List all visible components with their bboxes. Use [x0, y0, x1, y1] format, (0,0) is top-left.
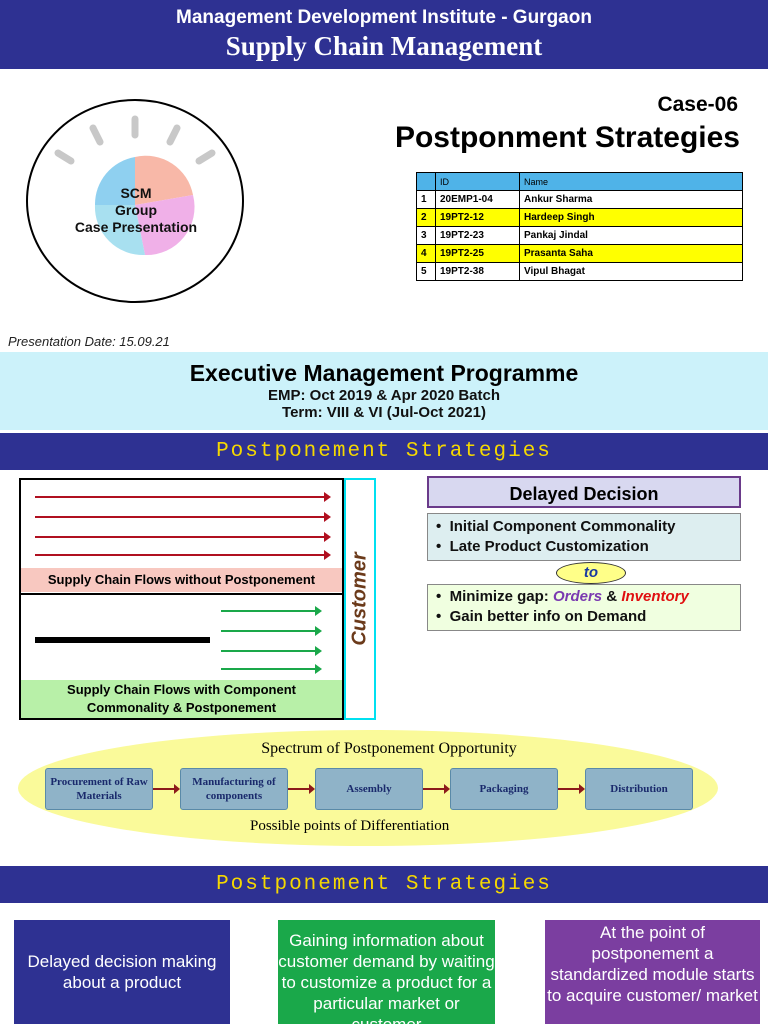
- section-title-banner: Postponement Strategies: [0, 866, 768, 903]
- table-header-cell: [416, 172, 436, 191]
- presentation-date: Presentation Date: 15.09.21: [8, 334, 170, 349]
- delayed-decision-bullets: • Initial Component Commonality • Late P…: [427, 513, 741, 561]
- logo-line-1: SCM: [120, 185, 152, 201]
- member-name: Vipul Bhagat: [519, 262, 743, 281]
- programme-block: Executive Management Programme EMP: Oct …: [0, 352, 768, 430]
- bullet-item: • Late Product Customization: [436, 538, 649, 555]
- common-flow-bar: [35, 637, 210, 643]
- bullet-item: • Initial Component Commonality: [436, 518, 676, 535]
- stage-arrow: [153, 784, 180, 794]
- programme-term: Term: VIII & VI (Jul-Oct 2021): [282, 404, 486, 421]
- member-id: 19PT2-25: [435, 244, 520, 263]
- course-title: Supply Chain Management: [225, 31, 543, 61]
- row-number: 3: [416, 226, 436, 245]
- table-row: 4 19PT2-25 Prasanta Saha: [416, 244, 743, 263]
- goal-bullets: • Minimize gap: Orders & Inventory • Gai…: [427, 584, 741, 631]
- section-title: Postponement Strategies: [216, 440, 552, 463]
- to-badge: to: [556, 562, 626, 584]
- logo-graphic: [26, 99, 244, 303]
- table-header-cell: Name: [519, 172, 743, 191]
- case-title: Postponment Strategies: [394, 121, 740, 154]
- stage-packaging: Packaging: [450, 768, 558, 810]
- strategy-box-standard-module: At the point of postponement a standardi…: [545, 920, 760, 1024]
- table-header-cell: ID: [435, 172, 520, 191]
- institute-name: Management Development Institute - Gurga…: [176, 7, 592, 28]
- table-header-row: ID Name: [416, 172, 743, 191]
- row-number: 1: [416, 190, 436, 209]
- team-table: ID Name 1 20EMP1-04 Ankur Sharma 2 19PT2…: [416, 172, 743, 281]
- logo-line-2: Group: [115, 202, 157, 218]
- strategy-box-customer-info: Gaining information about customer deman…: [278, 920, 495, 1024]
- programme-title: Executive Management Programme: [189, 360, 579, 386]
- logo-line-3: Case Presentation: [74, 219, 198, 235]
- member-name: Pankaj Jindal: [519, 226, 743, 245]
- member-name: Prasanta Saha: [519, 244, 743, 263]
- member-id: 19PT2-38: [435, 262, 520, 281]
- scm-logo: SCM Group Case Presentation: [25, 95, 247, 305]
- stage-procurement: Procurement of Raw Materials: [45, 768, 153, 810]
- flow-without-label: Supply Chain Flows without Postponement: [21, 568, 342, 592]
- member-name: Hardeep Singh: [519, 208, 743, 227]
- section-title-banner: Postponement Strategies: [0, 433, 768, 470]
- table-row: 5 19PT2-38 Vipul Bhagat: [416, 262, 743, 281]
- customer-label: Customer: [348, 552, 371, 646]
- customer-box: Customer: [344, 478, 376, 720]
- spectrum-title: Spectrum of Postponement Opportunity: [261, 740, 517, 757]
- row-number: 4: [416, 244, 436, 263]
- stage-arrow: [288, 784, 315, 794]
- bullet-item: • Minimize gap: Orders & Inventory: [436, 588, 689, 605]
- header-banner: Management Development Institute - Gurga…: [0, 0, 768, 69]
- table-row: 3 19PT2-23 Pankaj Jindal: [416, 226, 743, 245]
- bullet-item: • Gain better info on Demand: [436, 608, 647, 625]
- programme-batch: EMP: Oct 2019 & Apr 2020 Batch: [267, 387, 501, 404]
- member-id: 19PT2-23: [435, 226, 520, 245]
- table-row: 1 20EMP1-04 Ankur Sharma: [416, 190, 743, 209]
- member-id: 19PT2-12: [435, 208, 520, 227]
- section-title: Postponement Strategies: [216, 873, 552, 896]
- stage-arrow: [423, 784, 450, 794]
- member-id: 20EMP1-04: [435, 190, 520, 209]
- case-number: Case-06: [657, 93, 738, 116]
- row-number: 5: [416, 262, 436, 281]
- table-row: 2 19PT2-12 Hardeep Singh: [416, 208, 743, 227]
- stage-manufacturing: Manufacturing of components: [180, 768, 288, 810]
- member-name: Ankur Sharma: [519, 190, 743, 209]
- spectrum-footer: Possible points of Differentiation: [250, 818, 450, 834]
- flow-with-label: Supply Chain Flows with Component Common…: [21, 680, 342, 718]
- delayed-decision-title: Delayed Decision: [427, 476, 741, 508]
- stage-arrow: [558, 784, 585, 794]
- row-number: 2: [416, 208, 436, 227]
- strategy-box-delayed-decision: Delayed decision making about a product: [14, 920, 230, 1024]
- flows-diagram: Supply Chain Flows without Postponement …: [19, 478, 344, 720]
- stage-assembly: Assembly: [315, 768, 423, 810]
- stage-distribution: Distribution: [585, 768, 693, 810]
